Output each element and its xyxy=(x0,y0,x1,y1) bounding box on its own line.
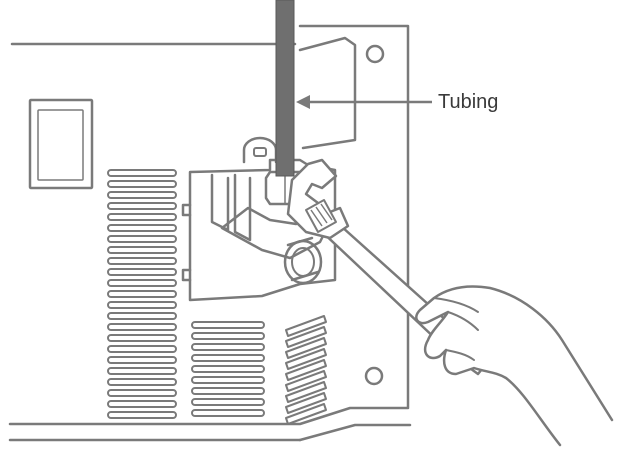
tubing-callout-leader xyxy=(296,95,432,109)
valve-compartment-tab-lower xyxy=(181,268,192,282)
mounting-panel xyxy=(8,24,410,426)
hand-finger-creases xyxy=(445,311,479,361)
valve-compartment xyxy=(188,158,337,302)
valve-inner-panel-left xyxy=(210,173,230,232)
valve-tab xyxy=(242,136,278,164)
upper-bracket xyxy=(298,36,357,150)
middle-vent-grille xyxy=(191,321,265,417)
window-outer xyxy=(28,98,94,190)
pipe-port-sleeve xyxy=(286,236,320,282)
wrench-adjuster xyxy=(305,199,337,233)
tubing xyxy=(275,0,295,177)
left-vent-grille xyxy=(107,169,177,419)
hand-thumb xyxy=(433,297,479,313)
valve-compartment-tab xyxy=(181,203,192,217)
mounting-hole-bottom xyxy=(364,366,384,386)
panel-lower-fold xyxy=(298,423,412,442)
valve-tab-slot xyxy=(253,147,267,157)
window-inner xyxy=(37,109,84,181)
hand xyxy=(415,285,614,447)
slanted-vent-grille xyxy=(285,315,327,425)
tubing-label: Tubing xyxy=(438,91,499,113)
mounting-hole-top xyxy=(365,44,385,64)
wrench-adjuster-threads xyxy=(310,203,333,227)
